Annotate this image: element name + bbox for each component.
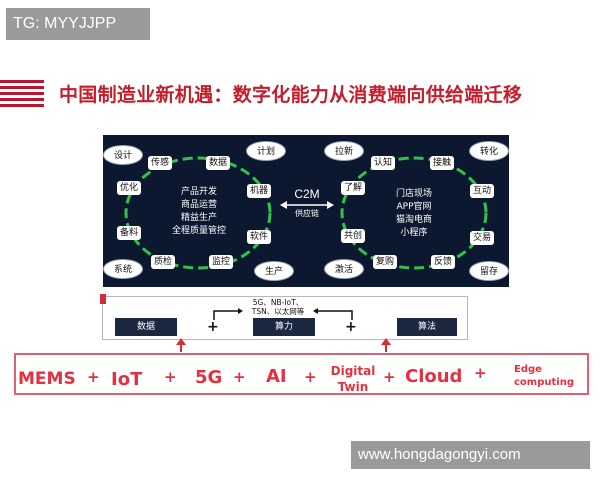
supply-chain-label: 供应链 [295, 209, 319, 218]
right-node-awareness: 认知 [371, 156, 396, 170]
corner-retain: 留存 [469, 261, 509, 281]
right-node-understand: 了解 [341, 181, 366, 195]
c2m-label: C2M [294, 187, 320, 201]
left-node-data: 数据 [206, 156, 231, 170]
tech-digital-twin-line: Digital [330, 364, 376, 378]
left-center-item: 精益生产 [180, 213, 217, 223]
corner-acquire: 拉新 [324, 141, 364, 161]
tech-edge-computing-line: Edge [514, 364, 542, 375]
tech-5g: 5G [195, 367, 223, 388]
corner-production: 生产 [254, 261, 294, 281]
corner-design: 设计 [103, 145, 143, 165]
right-ring [340, 156, 488, 270]
left-node-optimize: 优化 [117, 181, 142, 195]
tech-ai: AI [266, 366, 287, 387]
box-data: 数据 [115, 318, 177, 336]
cycle-panel: 设计 计划 系统 生产 传感 数据 优化 机器 备料 软件 质检 监控 产品开发… [103, 135, 509, 287]
box-algorithm: 算法 [397, 318, 457, 336]
corner-convert: 转化 [469, 141, 509, 161]
tech-edge-computing: Edge computing [514, 363, 574, 389]
cycle-rings [124, 156, 488, 270]
watermark-top-left: TG: MYYJJPP [6, 8, 150, 40]
right-node-feedback: 反馈 [431, 255, 456, 269]
tech-digital-twin-line: Twin [337, 380, 369, 394]
plus-sign: + [383, 368, 396, 386]
network-label: 5G、NB-IoT、 TSN、以太网等 [238, 298, 318, 316]
right-center-item: 门店现场 [395, 189, 432, 199]
tech-cloud: Cloud [405, 366, 463, 387]
network-line: TSN、以太网等 [251, 307, 305, 316]
left-center-list: 产品开发 商品运营 精益生产 全程质量管控 [157, 186, 241, 238]
box-compute: 算力 [253, 318, 315, 336]
corner-activate: 激活 [324, 259, 364, 279]
left-center-item: 商品运营 [180, 200, 217, 210]
plus-sign: + [233, 368, 246, 386]
right-connector [318, 310, 353, 320]
plus-sign: + [474, 364, 487, 382]
plus-sign: + [164, 368, 177, 386]
right-center-list: 门店现场 APP官网 猫淘电商 小程序 [374, 188, 454, 240]
plus-sign: + [87, 368, 100, 386]
right-node-interact: 互动 [470, 184, 495, 198]
left-node-software: 软件 [247, 230, 272, 244]
corner-plan: 计划 [246, 141, 286, 161]
right-node-cocreate: 共创 [341, 229, 366, 243]
left-node-material: 备料 [117, 226, 142, 240]
c2m-arrow-head-right [327, 201, 334, 209]
left-node-inspection: 质检 [151, 255, 176, 269]
title-stripes-decoration [0, 80, 44, 107]
right-node-contact: 接触 [430, 156, 455, 170]
red-arrow-left-head [176, 338, 186, 345]
tech-iot: IoT [111, 369, 143, 390]
c2m-arrow-head-left [280, 201, 287, 209]
left-connector [213, 310, 238, 320]
page-title: 中国制造业新机遇：数字化能力从消费端向供给端迁移 [59, 84, 523, 106]
left-node-monitor: 监控 [209, 255, 234, 269]
left-connector-head [238, 308, 243, 314]
corner-system: 系统 [103, 259, 143, 279]
left-node-sensing: 传感 [148, 156, 173, 170]
plus-sign: + [207, 319, 219, 335]
plus-sign: + [304, 368, 317, 386]
plus-sign: + [345, 319, 357, 335]
right-node-repurchase: 复购 [373, 255, 398, 269]
red-arrow-right-head [381, 338, 391, 345]
right-center-item: 猫淘电商 [395, 215, 432, 225]
right-connector-head [313, 308, 318, 314]
technology-bar [14, 353, 589, 395]
left-node-machine: 机器 [247, 184, 272, 198]
tech-edge-computing-line: computing [514, 377, 574, 388]
frame-corner-accent [100, 294, 106, 304]
left-center-item: 产品开发 [180, 187, 217, 197]
tech-mems: MEMS [18, 369, 76, 389]
right-center-item: 小程序 [400, 228, 428, 238]
right-node-trade: 交易 [470, 231, 495, 245]
left-ring [124, 156, 272, 270]
tech-digital-twin: Digital Twin [330, 363, 376, 395]
watermark-bottom-right: www.hongdagongyi.com [351, 441, 590, 469]
right-center-item: APP官网 [396, 202, 432, 212]
network-line: 5G、NB-IoT、 [252, 298, 304, 307]
left-center-item: 全程质量管控 [171, 226, 226, 236]
